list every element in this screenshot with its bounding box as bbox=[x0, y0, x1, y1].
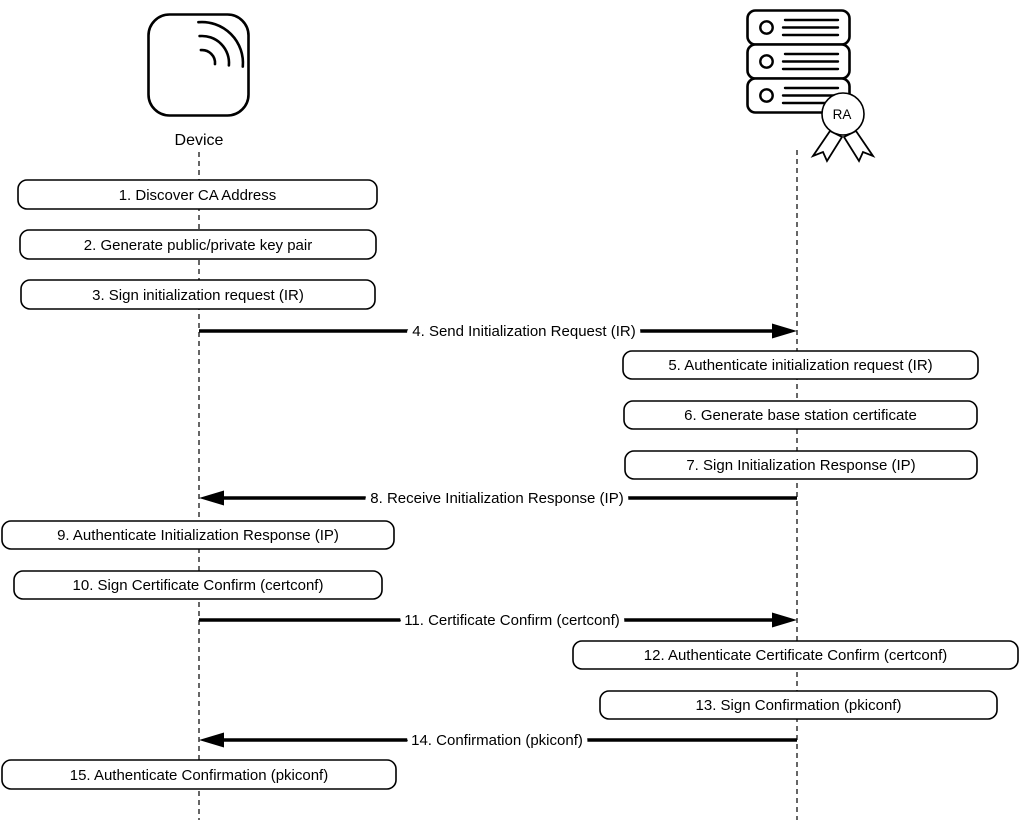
action-step-7: 7. Sign Initialization Response (IP) bbox=[624, 450, 978, 480]
message-label: 11. Certificate Confirm (certconf) bbox=[404, 612, 620, 629]
step-label: 9. Authenticate Initialization Response … bbox=[57, 527, 339, 544]
message-arrow-4: 4. Send Initialization Request (IR) bbox=[199, 318, 797, 346]
step-box bbox=[20, 279, 376, 310]
actor-ra: RA bbox=[746, 9, 876, 163]
ribbon-tail-left bbox=[810, 129, 844, 163]
server-led-icon bbox=[759, 54, 774, 69]
message-arrow-11: 11. Certificate Confirm (certconf) bbox=[199, 607, 797, 635]
wifi-arc-middle bbox=[198, 34, 231, 67]
server-stack-icon bbox=[746, 9, 851, 114]
step-box bbox=[1, 520, 395, 550]
arrowhead-left-icon bbox=[199, 732, 224, 748]
action-step-2: 2. Generate public/private key pair bbox=[19, 229, 377, 260]
step-label: 2. Generate public/private key pair bbox=[84, 237, 312, 254]
step-label: 15. Authenticate Confirmation (pkiconf) bbox=[70, 767, 328, 784]
step-box bbox=[624, 450, 978, 480]
action-step-3: 3. Sign initialization request (IR) bbox=[20, 279, 376, 310]
step-label: 13. Sign Confirmation (pkiconf) bbox=[696, 697, 902, 714]
server-led-icon bbox=[759, 88, 774, 103]
step-box bbox=[622, 350, 979, 380]
action-step-13: 13. Sign Confirmation (pkiconf) bbox=[599, 690, 998, 720]
action-step-5: 5. Authenticate initialization request (… bbox=[622, 350, 979, 380]
message-label: 8. Receive Initialization Response (IP) bbox=[370, 490, 623, 507]
arrowhead-right-icon bbox=[772, 612, 797, 628]
ra-badge-label: RA bbox=[833, 107, 852, 122]
arrowhead-left-icon bbox=[199, 490, 224, 506]
step-box bbox=[623, 400, 978, 430]
ribbon-tail-right bbox=[842, 129, 876, 163]
message-arrow-8: 8. Receive Initialization Response (IP) bbox=[199, 485, 797, 513]
device-icon bbox=[147, 13, 250, 117]
badge-circle bbox=[821, 92, 865, 136]
wifi-arc-inner bbox=[199, 48, 217, 66]
action-step-10: 10. Sign Certificate Confirm (certconf) bbox=[13, 570, 383, 600]
step-label: 7. Sign Initialization Response (IP) bbox=[686, 457, 915, 474]
step-label: 12. Authenticate Certificate Confirm (ce… bbox=[644, 647, 947, 664]
actor-device: Device bbox=[147, 13, 250, 149]
ra-badge: RA bbox=[810, 92, 876, 163]
server-led-icon bbox=[759, 20, 774, 35]
message-label: 14. Confirmation (pkiconf) bbox=[411, 732, 583, 749]
step-box bbox=[599, 690, 998, 720]
step-label: 6. Generate base station certificate bbox=[684, 407, 917, 424]
arrowhead-right-icon bbox=[772, 323, 797, 339]
message-label: 4. Send Initialization Request (IR) bbox=[412, 323, 635, 340]
action-step-9: 9. Authenticate Initialization Response … bbox=[1, 520, 395, 550]
action-step-6: 6. Generate base station certificate bbox=[623, 400, 978, 430]
step-label: 1. Discover CA Address bbox=[119, 187, 277, 204]
device-label: Device bbox=[175, 132, 224, 149]
step-label: 3. Sign initialization request (IR) bbox=[92, 287, 304, 304]
step-box bbox=[17, 179, 378, 210]
action-step-12: 12. Authenticate Certificate Confirm (ce… bbox=[572, 640, 1019, 670]
step-box bbox=[13, 570, 383, 600]
step-label: 10. Sign Certificate Confirm (certconf) bbox=[73, 577, 324, 594]
message-arrow-14: 14. Confirmation (pkiconf) bbox=[199, 727, 797, 755]
step-box bbox=[19, 229, 377, 260]
wifi-arc-outer bbox=[197, 20, 245, 68]
action-step-1: 1. Discover CA Address bbox=[17, 179, 378, 210]
action-step-15: 15. Authenticate Confirmation (pkiconf) bbox=[1, 759, 397, 790]
step-box bbox=[572, 640, 1019, 670]
step-box bbox=[1, 759, 397, 790]
step-label: 5. Authenticate initialization request (… bbox=[668, 357, 932, 374]
wifi-signal-icon bbox=[197, 20, 245, 68]
